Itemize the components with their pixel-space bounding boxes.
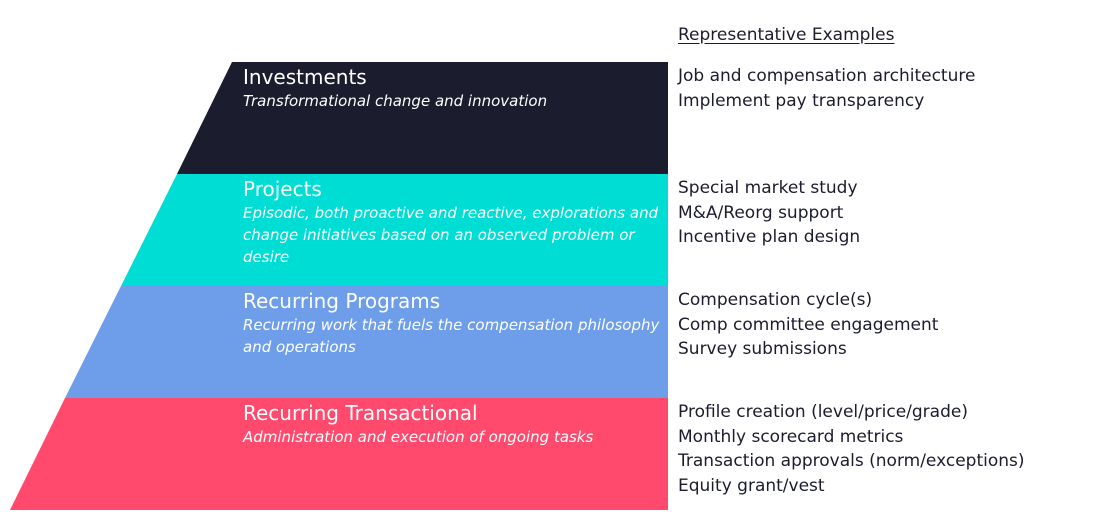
example-item: Job and compensation architecture bbox=[678, 66, 976, 86]
example-item: Implement pay transparency bbox=[678, 90, 925, 111]
tier-projects-title: Projects bbox=[243, 177, 322, 201]
example-item: Incentive plan design bbox=[678, 227, 861, 247]
example-item: Equity grant/vest bbox=[678, 475, 825, 496]
example-item: Profile creation (level/price/grade) bbox=[678, 402, 968, 422]
example-item: Special market study bbox=[678, 178, 858, 198]
tier-investments-examples: Job and compensation architecture Implem… bbox=[678, 64, 975, 113]
tier-transactional-band bbox=[10, 398, 668, 510]
tier-transactional-examples: Profile creation (level/price/grade) Mon… bbox=[678, 400, 1025, 498]
examples-header: Representative Examples bbox=[678, 25, 895, 45]
tier-projects: Projects Episodic, both proactive and re… bbox=[243, 176, 663, 268]
tier-projects-examples: Special market study M&A/Reorg support I… bbox=[678, 176, 860, 250]
example-item: M&A/Reorg support bbox=[678, 202, 844, 223]
example-item: Comp committee engagement bbox=[678, 314, 939, 335]
tier-investments-band bbox=[177, 62, 668, 174]
tier-investments-title: Investments bbox=[243, 65, 367, 89]
tier-projects-description: Episodic, both proactive and reactive, e… bbox=[243, 204, 659, 266]
tier-projects-band bbox=[121, 174, 668, 286]
example-item: Survey submissions bbox=[678, 339, 847, 359]
tier-programs-examples: Compensation cycle(s) Comp committee eng… bbox=[678, 288, 938, 362]
tier-transactional: Recurring Transactional Administration a… bbox=[243, 400, 663, 448]
tier-transactional-title: Recurring Transactional bbox=[243, 401, 478, 425]
example-item: Compensation cycle(s) bbox=[678, 290, 873, 310]
tier-investments-description: Transformational change and innovation bbox=[243, 92, 548, 110]
tier-programs: Recurring Programs Recurring work that f… bbox=[243, 288, 663, 358]
tier-programs-title: Recurring Programs bbox=[243, 289, 441, 313]
tier-programs-band bbox=[65, 286, 668, 398]
example-item: Transaction approvals (norm/exceptions) bbox=[678, 451, 1025, 471]
tier-transactional-description: Administration and execution of ongoing … bbox=[243, 428, 594, 446]
tier-programs-description: Recurring work that fuels the compensati… bbox=[243, 316, 660, 356]
tier-investments: Investments Transformational change and … bbox=[243, 64, 663, 112]
example-item: Monthly scorecard metrics bbox=[678, 426, 904, 447]
